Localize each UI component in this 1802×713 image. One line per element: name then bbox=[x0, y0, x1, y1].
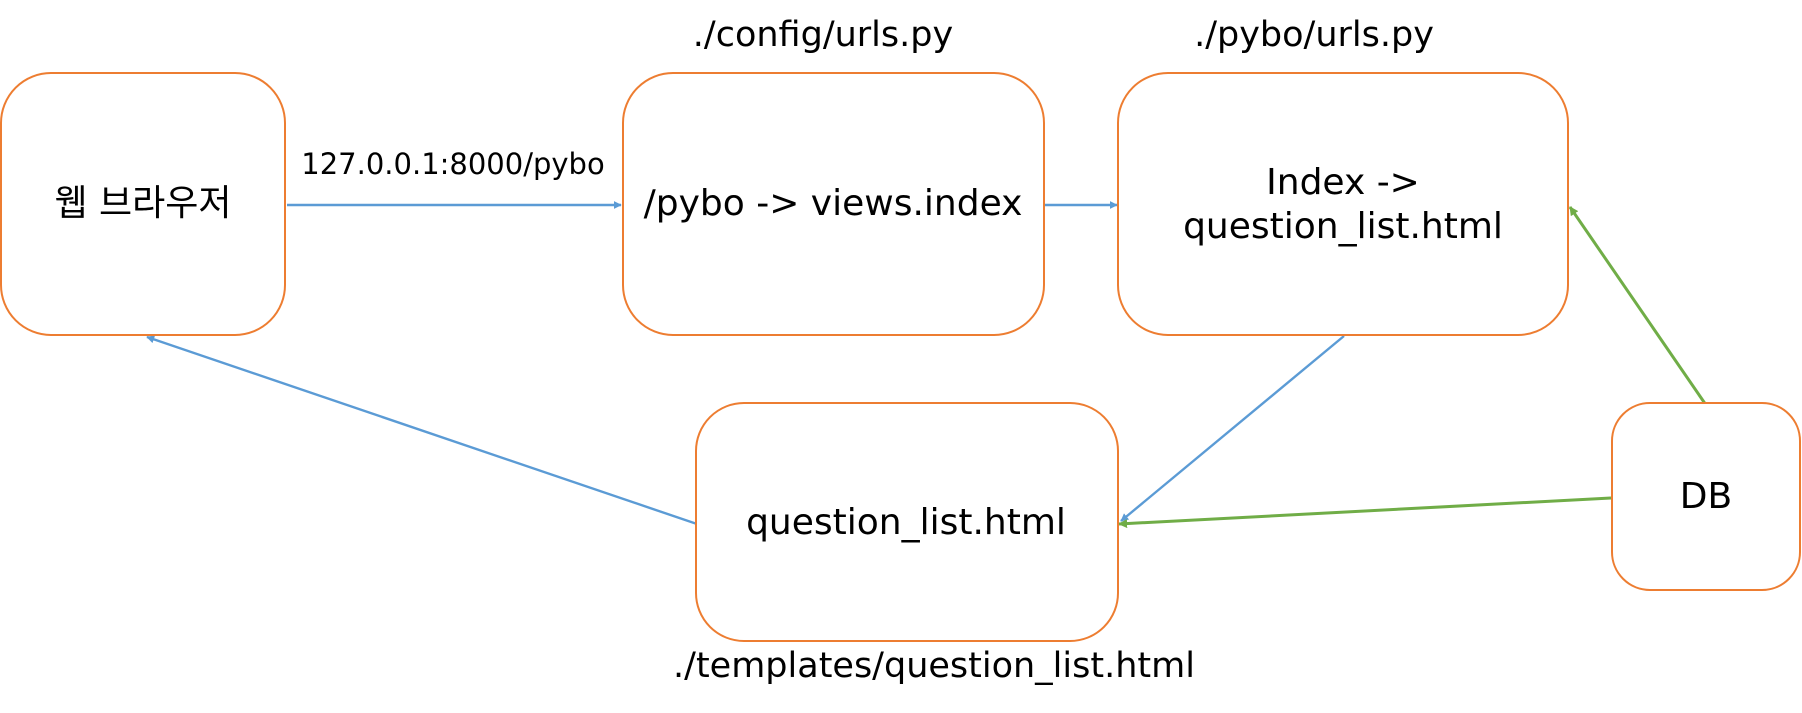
edge-template-to-browser bbox=[146, 335, 698, 526]
node-db-label: DB bbox=[1680, 476, 1732, 517]
node-db: DB bbox=[1611, 402, 1801, 591]
node-template-label: question_list.html bbox=[746, 502, 1066, 543]
edge-db-to-template bbox=[1118, 496, 1612, 529]
node-browser-box bbox=[0, 72, 286, 336]
edge-browser-to-config-label: 127.0.0.1:8000/pybo bbox=[301, 147, 604, 181]
edge-db-to-pybo-urls bbox=[1568, 206, 1708, 406]
node-pybo-urls: Index -> question_list.html bbox=[1117, 72, 1569, 336]
node-config-urls-label: /pybo -> views.index bbox=[644, 183, 1023, 224]
caption-config-urls: ./config/urls.py bbox=[693, 15, 953, 55]
node-pybo-urls-box bbox=[1117, 72, 1569, 336]
node-template: question_list.html bbox=[695, 402, 1119, 642]
node-pybo-urls-label-line1: Index -> bbox=[1266, 162, 1420, 203]
node-browser-label: 웹 브라우저 bbox=[54, 183, 231, 224]
edge-pybo-urls-to-template bbox=[1120, 335, 1345, 522]
node-config-urls-box bbox=[622, 72, 1045, 336]
caption-pybo-urls: ./pybo/urls.py bbox=[1194, 15, 1434, 55]
node-template-box bbox=[695, 402, 1119, 642]
node-pybo-urls-label-line2: question_list.html bbox=[1183, 206, 1503, 247]
node-config-urls: /pybo -> views.index bbox=[622, 72, 1045, 336]
node-db-box bbox=[1611, 402, 1801, 591]
node-browser: 웹 브라우저 bbox=[0, 72, 286, 336]
edges bbox=[146, 201, 1708, 529]
caption-template: ./templates/question_list.html bbox=[673, 646, 1195, 686]
